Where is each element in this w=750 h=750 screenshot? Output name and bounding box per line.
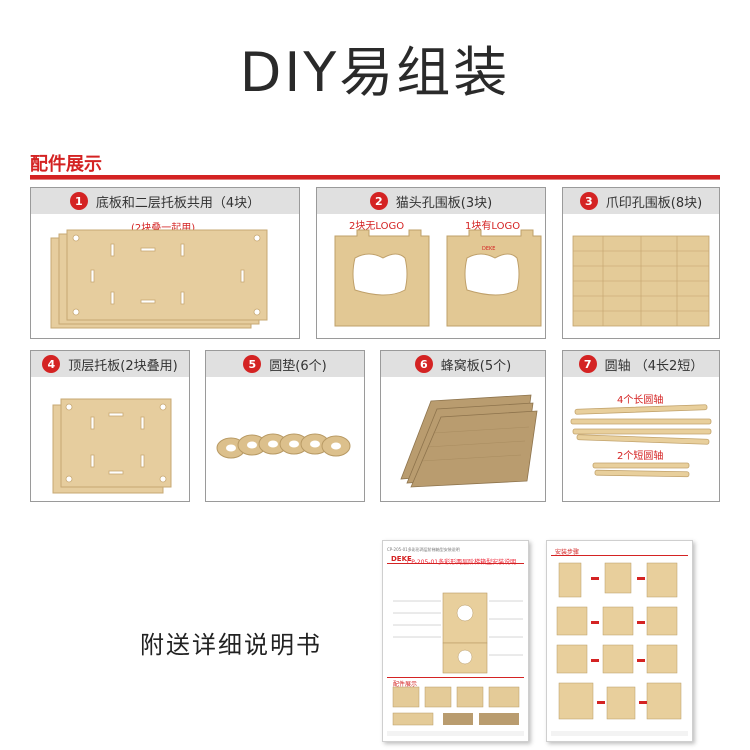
part-number-badge: 4 xyxy=(42,355,61,373)
part-label: 蜂窝板(5个) xyxy=(440,358,512,374)
part-card-header: 1 底板和二层托板共用（4块） xyxy=(31,188,299,214)
part-note-left: 2块无LOGO xyxy=(349,221,405,232)
part-label: 爪印孔围板(8块) xyxy=(605,195,703,211)
page-title: DIY易组装 xyxy=(239,41,511,104)
manual-brand: DEKE xyxy=(391,555,412,563)
rods-illustration xyxy=(570,404,712,478)
manual-front-illustration xyxy=(387,563,524,736)
manual-title: CP-205-01多彩形两层阶梯箱型安装说明 xyxy=(407,559,517,566)
part-card-header: 6 蜂窝板(5个) xyxy=(381,351,545,377)
part-note-right: 1块有LOGO xyxy=(465,221,521,232)
part-label: 底板和二层托板共用（4块） xyxy=(95,195,261,211)
manual-steps-illustration xyxy=(551,555,688,736)
part-number-badge: 3 xyxy=(579,192,598,210)
part-card-cardboard: 6 蜂窝板(5个) xyxy=(380,350,546,502)
part-note-short: 2个短圆轴 xyxy=(617,451,664,462)
part-label: 猫头孔围板(3块) xyxy=(395,195,493,211)
part-card-cat-head-panel: 2 猫头孔围板(3块) 2块无LOGO 1块有LOGO DEKE xyxy=(316,187,546,339)
washers-illustration xyxy=(216,433,351,459)
manual-parts-caption: 配件展示 xyxy=(393,681,418,688)
section-heading: 配件展示 xyxy=(30,154,102,175)
manual-included-text: 附送详细说明书 xyxy=(140,631,322,659)
cat-head-panel-illustration: DEKE xyxy=(334,229,542,327)
paw-panel-illustration xyxy=(572,235,710,327)
part-card-header: 7 圆轴 （4长2短） xyxy=(563,351,719,377)
part-card-header: 2 猫头孔围板(3块) xyxy=(317,188,545,214)
manual-page-steps: 安装步骤 xyxy=(546,540,693,742)
part-label: 顶层托板(2块叠用) xyxy=(68,358,178,374)
manual-step-title: 安装步骤 xyxy=(555,549,580,556)
part-card-rods: 7 圆轴 （4长2短） 4个长圆轴 2个短圆轴 xyxy=(562,350,720,502)
part-label: 圆轴 （4长2短） xyxy=(604,358,704,374)
top-board-illustration xyxy=(52,398,172,494)
part-number-badge: 2 xyxy=(369,192,388,210)
cardboard-illustration xyxy=(400,394,538,488)
part-number-badge: 7 xyxy=(578,355,597,373)
part-card-header: 5 圆垫(6个) xyxy=(206,351,364,377)
part-card-washers: 5 圆垫(6个) xyxy=(205,350,365,502)
part-card-base-board: 1 底板和二层托板共用（4块） (2块叠一起用) xyxy=(30,187,300,339)
part-note-long: 4个长圆轴 xyxy=(617,395,664,406)
manual-header-small: CP-205-01多彩形两层阶梯箱型安装说明 xyxy=(387,547,460,552)
part-card-header: 4 顶层托板(2块叠用) xyxy=(31,351,189,377)
part-card-top-board: 4 顶层托板(2块叠用) xyxy=(30,350,190,502)
part-number-badge: 6 xyxy=(414,355,433,373)
section-divider xyxy=(30,175,720,180)
part-card-paw-panel: 3 爪印孔围板(8块) xyxy=(562,187,720,339)
part-label: 圆垫(6个) xyxy=(269,358,327,374)
part-note: (2块叠一起用) xyxy=(131,223,196,234)
panel-logo-text: DEKE xyxy=(482,246,495,252)
part-number-badge: 1 xyxy=(69,192,88,210)
part-number-badge: 5 xyxy=(243,355,262,373)
part-card-header: 3 爪印孔围板(8块) xyxy=(563,188,719,214)
base-board-illustration xyxy=(50,229,268,329)
manual-page-front: CP-205-01多彩形两层阶梯箱型安装说明 DEKE CP-205-01多彩形… xyxy=(382,540,529,742)
